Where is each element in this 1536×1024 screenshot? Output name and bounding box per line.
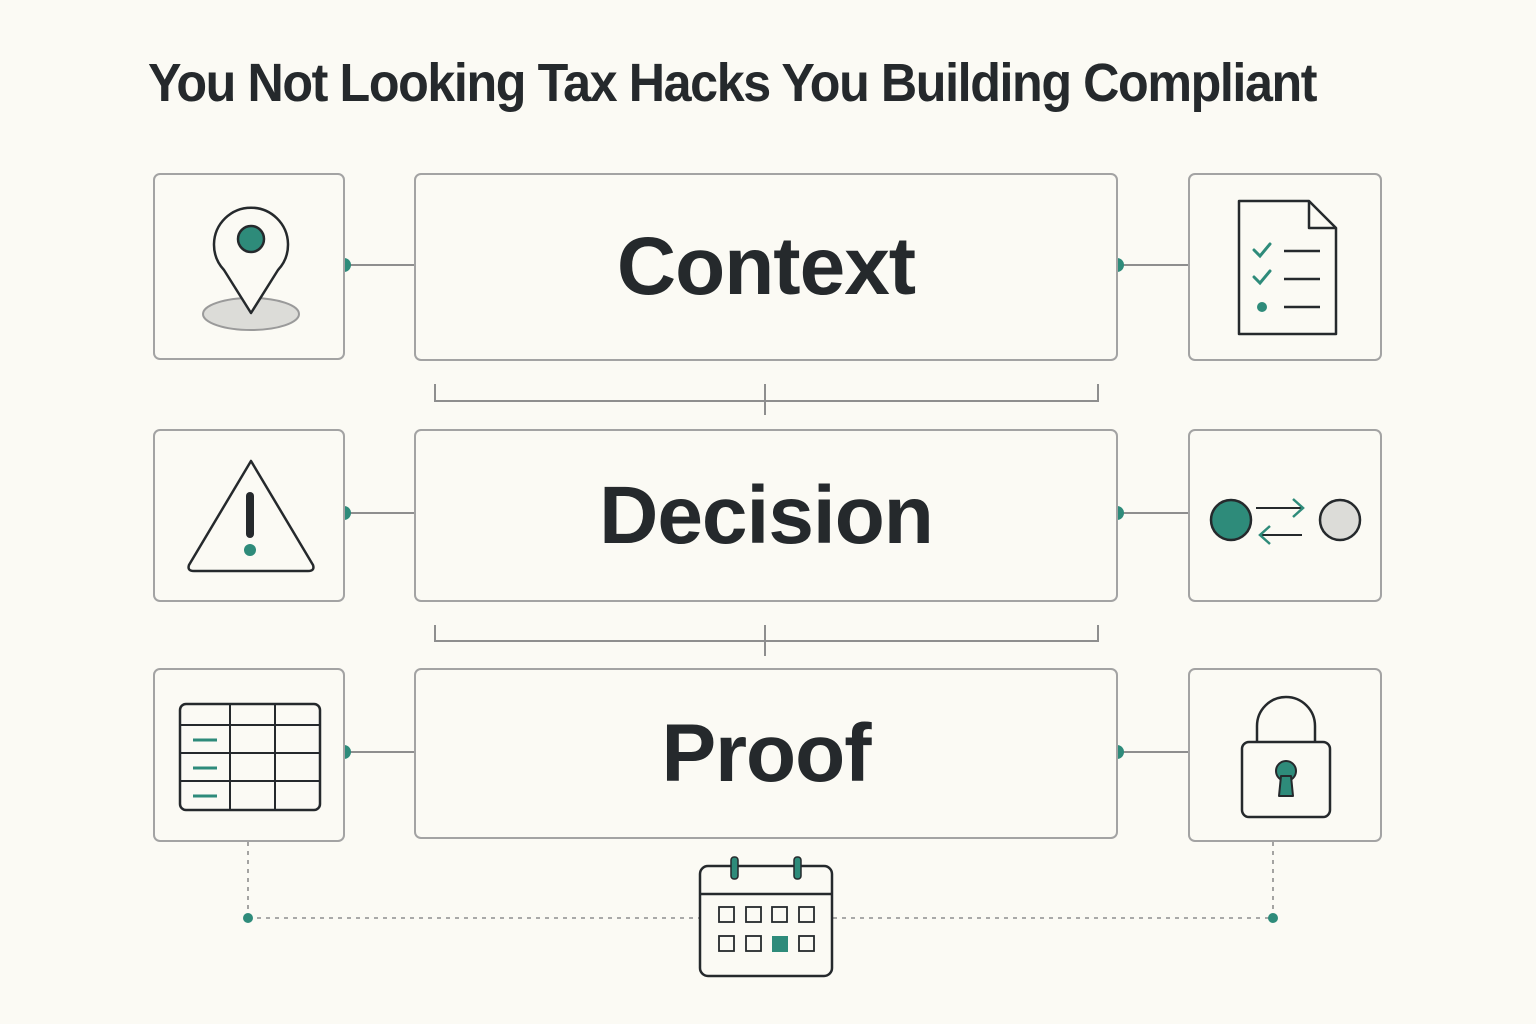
stage-decision: Decision [414,429,1118,602]
stage-proof: Proof [414,668,1118,839]
calendar-icon [698,856,834,978]
warning-triangle-icon [187,459,315,573]
decision-left-icon-box [153,429,345,602]
stage-label: Proof [661,707,871,799]
context-left-icon-box [153,173,345,360]
exchange-arrows-icon [1209,498,1362,545]
decision-right-icon-box [1188,429,1382,602]
checklist-document-icon [1237,199,1338,336]
proof-right-icon-box [1188,668,1382,842]
map-pin-icon [202,206,300,331]
stage-label: Decision [599,469,934,561]
stage-context: Context [414,173,1118,361]
context-right-icon-box [1188,173,1382,361]
ledger-table-icon [178,702,322,812]
padlock-icon [1240,695,1332,819]
stage-label: Context [616,221,916,312]
diagram-title: You Not Looking Tax Hacks You Building C… [148,53,1318,113]
proof-left-icon-box [153,668,345,842]
